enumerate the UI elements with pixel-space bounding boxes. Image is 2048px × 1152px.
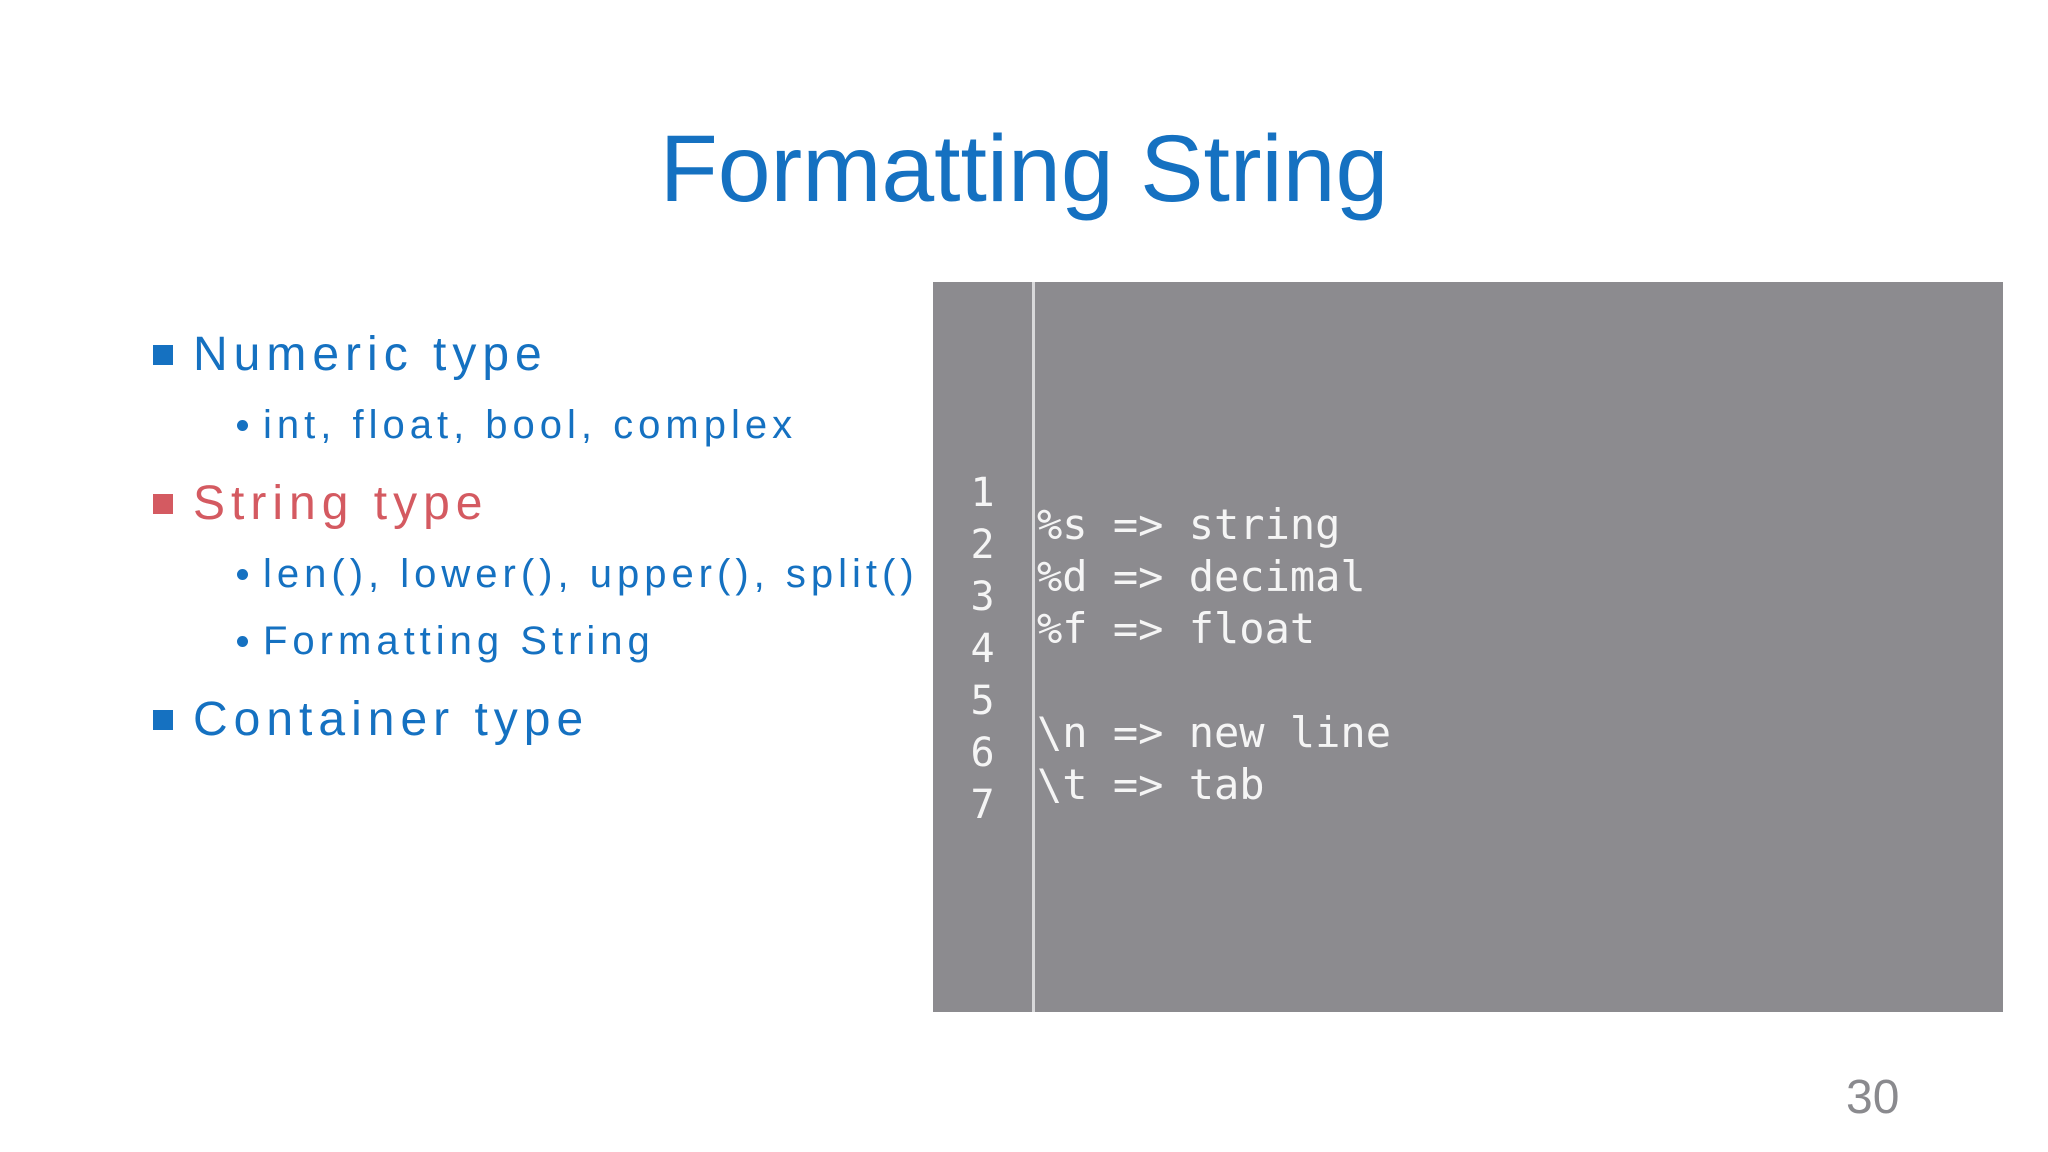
bullet-text: Numeric type [193,328,548,381]
code-line: %f => float [1037,604,1316,653]
bullet-text: int, float, bool, complex [263,403,798,447]
square-bullet-icon [153,345,173,365]
code-line: \t => tab [1037,760,1265,809]
dot-bullet-icon [237,419,248,431]
line-number: 5 [970,678,995,724]
bullet-subitem-formatting-string: Formatting String [153,614,933,668]
code-line [1037,655,1391,707]
code-content: %s => string %d => decimal %f => float \… [1037,499,1391,811]
gutter-separator [1032,282,1035,1012]
square-bullet-icon [153,710,173,730]
dot-bullet-icon [237,635,248,647]
bullet-subitem-string-methods: len(), lower(), upper(), split() [153,547,933,601]
bullet-list: Numeric type int, float, bool, complex S… [153,325,933,750]
bullet-item-string-type: String type [153,474,933,534]
line-number: 4 [970,626,995,672]
line-number: 3 [970,574,995,620]
bullet-text: Container type [193,693,590,746]
bullet-text: Formatting String [263,619,655,663]
bullet-item-container-type: Container type [153,690,933,750]
bullet-subitem-numeric-kinds: int, float, bool, complex [153,398,933,452]
line-number: 1 [970,470,995,516]
code-line: %s => string [1037,500,1341,549]
page-number: 30 [1846,1071,1900,1124]
code-editor-panel: 1 2 3 4 5 6 7 %s => string %d => decimal… [933,282,2003,1012]
square-bullet-icon [153,494,173,514]
bullet-text: len(), lower(), upper(), split() [263,552,919,596]
line-number: 6 [970,730,995,776]
bullet-item-numeric-type: Numeric type [153,325,933,385]
line-number: 2 [970,522,995,568]
code-line: \n => new line [1037,708,1392,757]
dot-bullet-icon [237,568,248,580]
code-line: %d => decimal [1037,552,1366,601]
bullet-text: String type [193,477,489,530]
line-number: 7 [970,782,995,828]
page-title: Formatting String [659,116,1389,222]
line-number-gutter: 1 2 3 4 5 6 7 [933,467,1032,831]
